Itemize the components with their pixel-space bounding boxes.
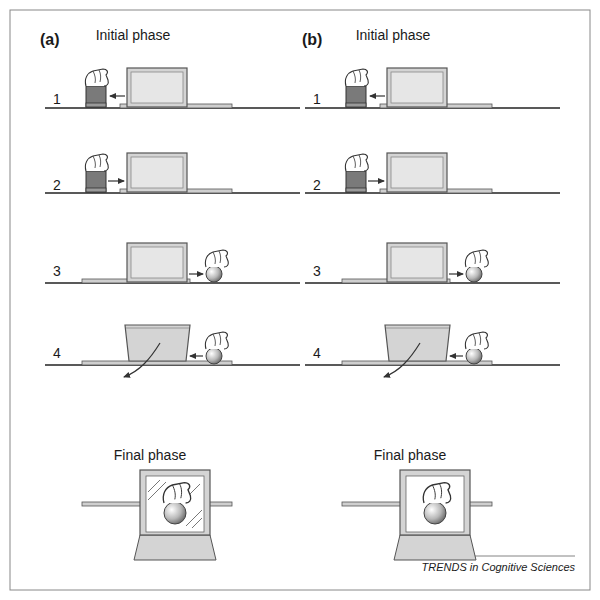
step-number: 1 xyxy=(53,92,61,107)
step-number: 4 xyxy=(313,346,321,361)
step-number: 2 xyxy=(53,178,61,193)
panel-letter: (a) xyxy=(40,31,60,49)
step-number: 4 xyxy=(53,346,61,361)
glass-hatching xyxy=(148,480,202,528)
phase-heading: Final phase xyxy=(374,448,446,463)
source-credit: TRENDS in Cognitive Sciences xyxy=(422,561,575,573)
panel-a xyxy=(45,68,300,560)
phase-heading: Initial phase xyxy=(356,28,431,43)
step-number: 3 xyxy=(53,264,61,279)
panel-letter: (b) xyxy=(302,31,322,49)
step-number: 1 xyxy=(313,92,321,107)
step-number: 2 xyxy=(313,178,321,193)
phase-heading: Initial phase xyxy=(96,28,171,43)
phase-heading: Final phase xyxy=(114,448,186,463)
step-number: 3 xyxy=(313,264,321,279)
panel-b xyxy=(305,68,560,560)
